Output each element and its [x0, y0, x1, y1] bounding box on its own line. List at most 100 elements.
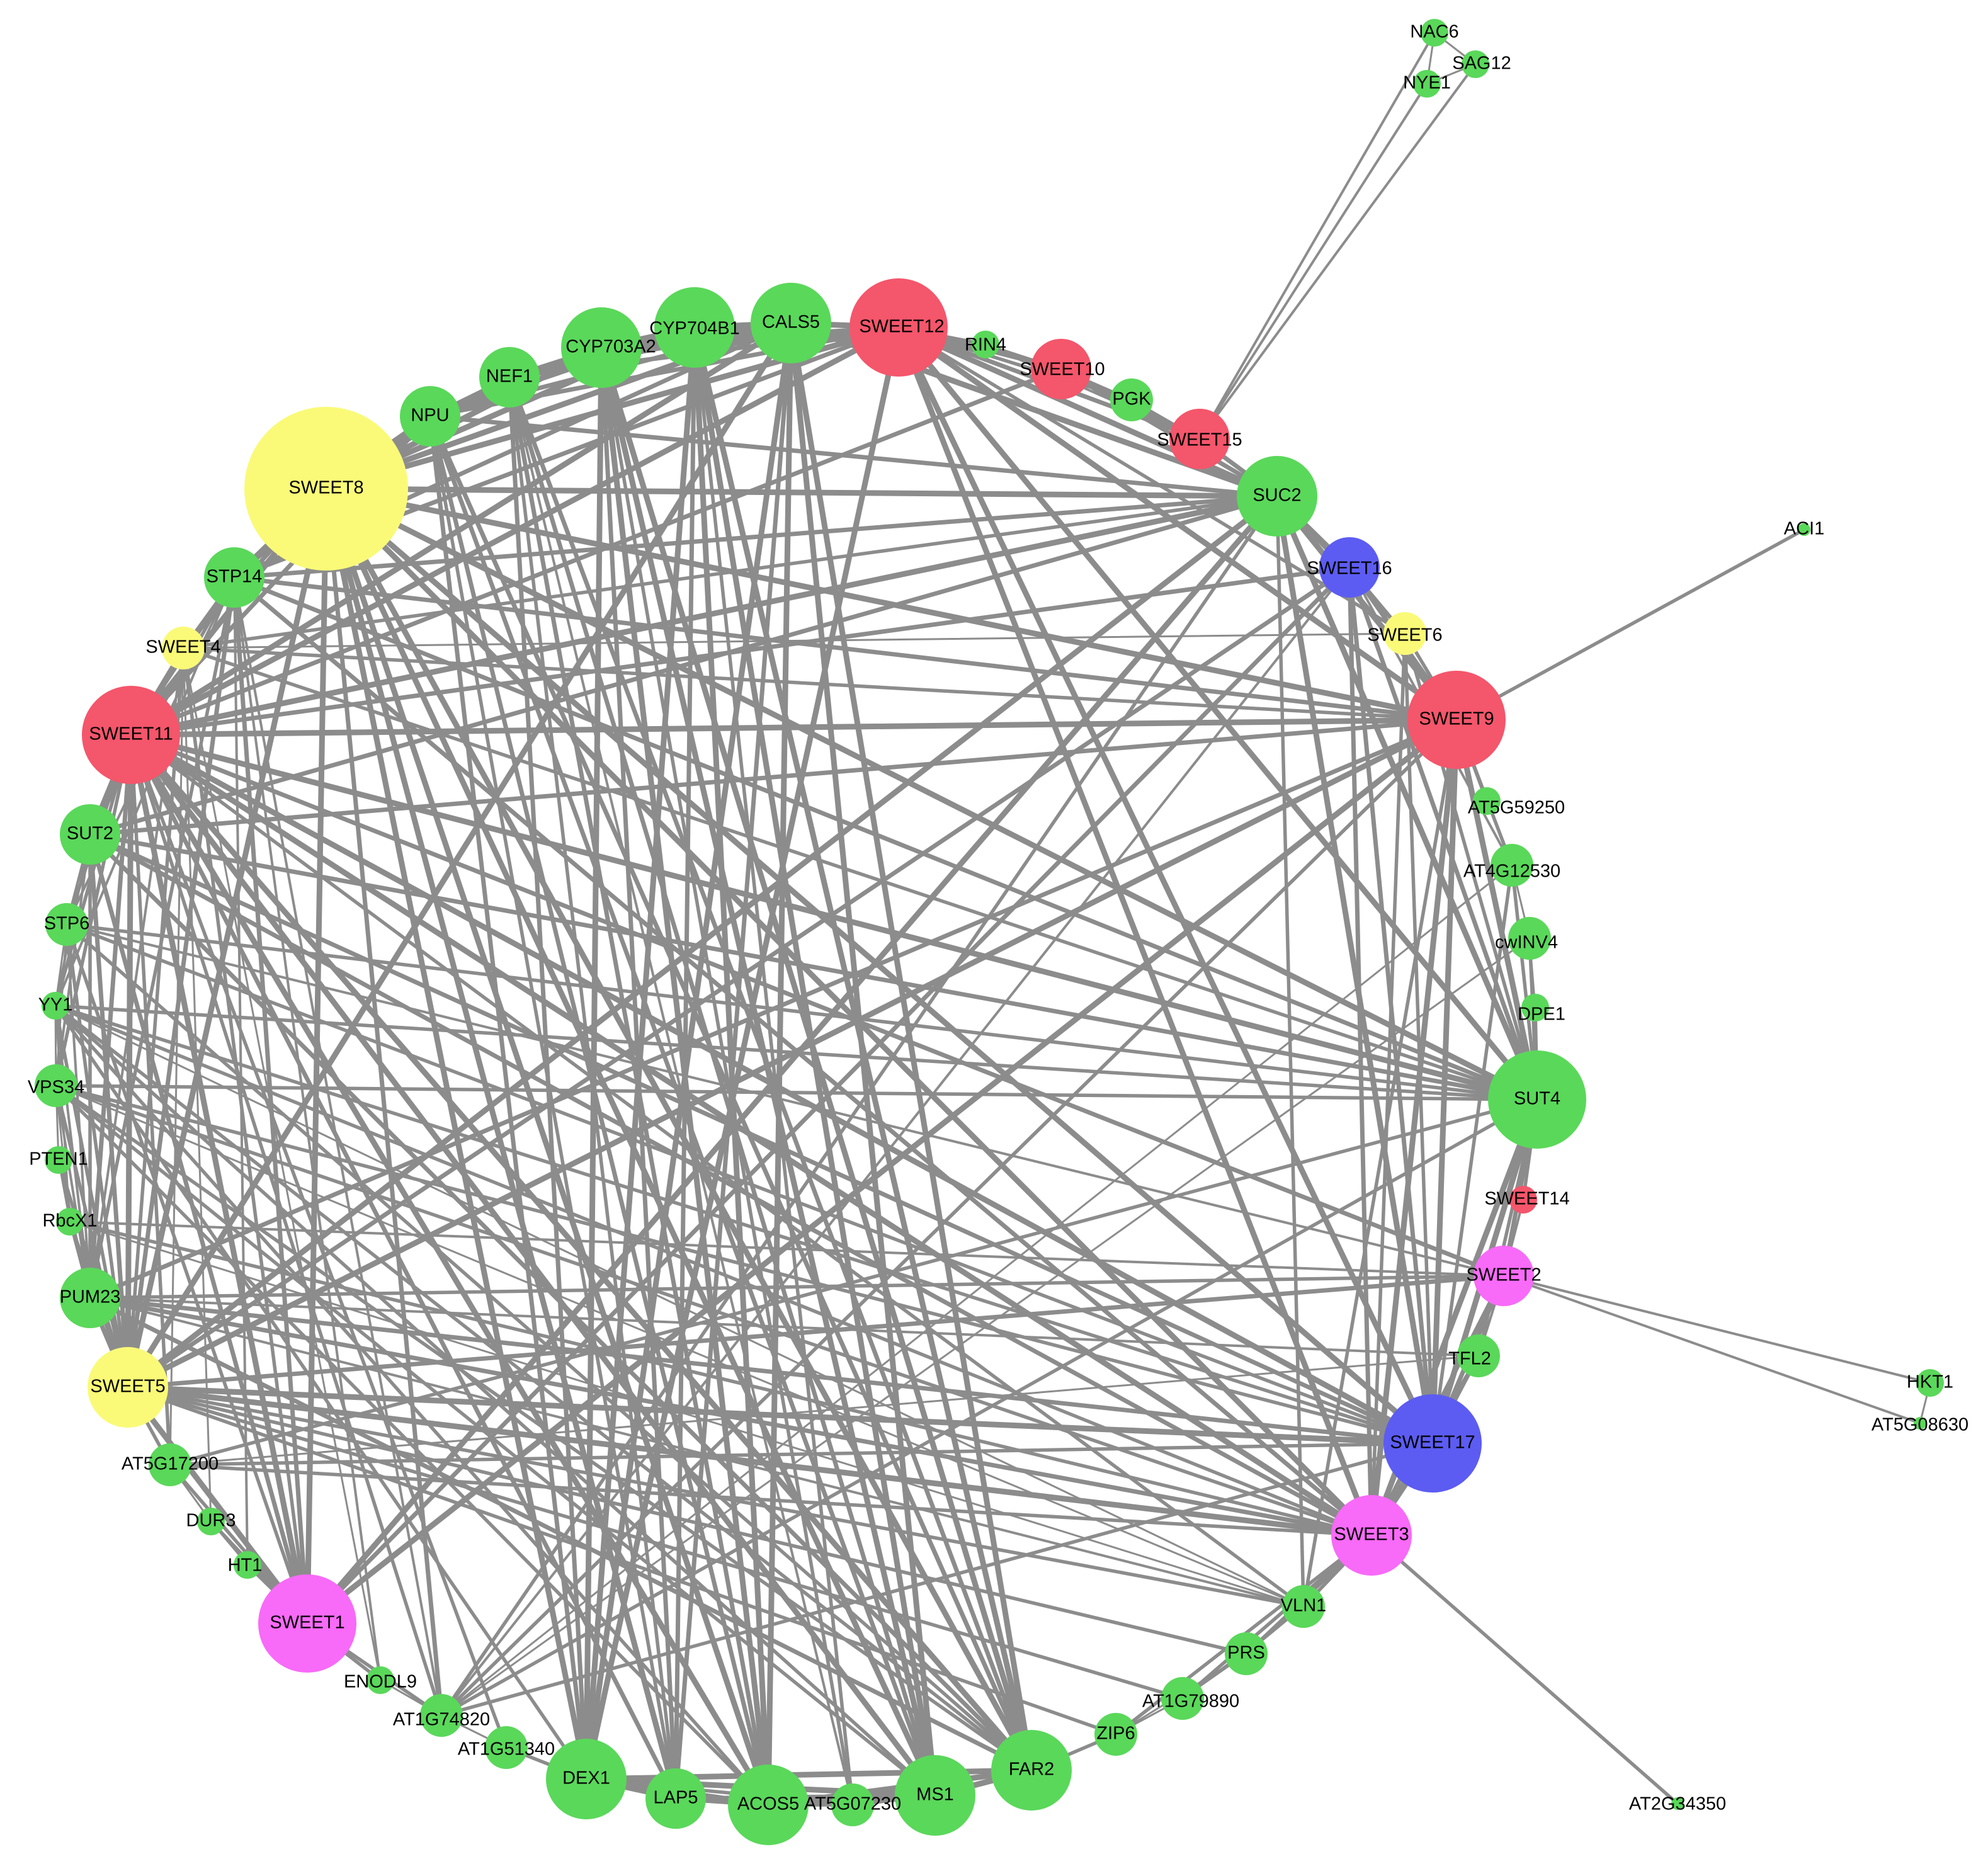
node-sweet6[interactable]: [1383, 612, 1426, 655]
node-dur3[interactable]: [197, 1508, 225, 1535]
edge-sweet16-sweet11: [128, 565, 1352, 737]
node-nef1[interactable]: [479, 347, 540, 407]
node-label-pgk: PGK: [1112, 389, 1151, 409]
node-label-pten1: PTEN1: [29, 1149, 88, 1169]
node-cals5[interactable]: [751, 283, 831, 363]
edge-sweet9-sweet4: [181, 646, 1458, 722]
node-lap5[interactable]: [645, 1768, 706, 1829]
edge-sweet5-sweet4: [126, 646, 185, 1389]
edge-sweet2-stp6: [65, 923, 1505, 1277]
edge-sweet5-sweet11: [125, 732, 134, 1390]
edge-lap5-sweet11: [128, 732, 678, 1801]
node-stp6[interactable]: [45, 903, 88, 946]
node-nye1[interactable]: [1413, 70, 1441, 98]
edge-sweet8-sweet3: [323, 486, 1375, 1538]
node-label-at1g74820: AT1G74820: [393, 1710, 490, 1730]
node-vps34[interactable]: [35, 1064, 77, 1107]
node-sweet9[interactable]: [1407, 671, 1506, 769]
node-sweet3[interactable]: [1331, 1495, 1412, 1576]
edge-sweet1-sweet5: [125, 1384, 310, 1627]
edge-sweet1-sut2: [88, 832, 310, 1626]
node-vln1[interactable]: [1282, 1585, 1325, 1628]
edge-ms1-sweet11: [128, 732, 938, 1799]
node-dex1[interactable]: [546, 1739, 627, 1819]
edge-at1g74820-sweet17: [440, 1442, 1434, 1717]
node-sweet1[interactable]: [258, 1574, 356, 1673]
node-sut4[interactable]: [1488, 1050, 1586, 1149]
node-at1g51340[interactable]: [485, 1726, 528, 1769]
edge-sweet3-at5g17200: [168, 1463, 1373, 1537]
node-stp14[interactable]: [204, 547, 264, 608]
node-enodl9[interactable]: [366, 1666, 394, 1694]
node-cwinv4[interactable]: [1508, 917, 1551, 960]
edge-sweet5-stp14: [125, 575, 237, 1390]
node-sut2[interactable]: [60, 804, 120, 865]
node-dpe1[interactable]: [1521, 994, 1549, 1021]
node-sweet15[interactable]: [1169, 409, 1230, 469]
node-sweet11[interactable]: [82, 686, 180, 784]
node-label-sweet8: SWEET8: [288, 478, 363, 498]
node-sag12[interactable]: [1462, 50, 1489, 78]
node-at1g79890[interactable]: [1161, 1677, 1204, 1720]
edge-sweet3-stp14: [232, 575, 1374, 1538]
edge-sweet2-pum23: [88, 1274, 1506, 1300]
node-at2g34350[interactable]: [1671, 1797, 1684, 1810]
node-ht1[interactable]: [234, 1551, 261, 1579]
node-pten1[interactable]: [45, 1146, 72, 1174]
node-far2[interactable]: [991, 1730, 1072, 1811]
node-rin4[interactable]: [972, 331, 999, 358]
edge-npu-dex1: [428, 414, 589, 1782]
node-sweet16[interactable]: [1319, 537, 1380, 598]
node-pgk[interactable]: [1110, 378, 1153, 421]
node-tfl2[interactable]: [1457, 1334, 1500, 1377]
node-nac6[interactable]: [1421, 19, 1448, 47]
node-sweet17[interactable]: [1383, 1394, 1482, 1493]
node-label-sweet2: SWEET2: [1466, 1265, 1541, 1285]
node-pum23[interactable]: [60, 1268, 120, 1328]
node-sweet10[interactable]: [1031, 339, 1091, 399]
node-aci1[interactable]: [1798, 523, 1810, 536]
edge-sweet1-stp14: [232, 575, 310, 1626]
node-npu[interactable]: [400, 386, 460, 446]
edge-sweet3-at2g34350: [1370, 1533, 1679, 1806]
node-prs[interactable]: [1225, 1632, 1268, 1675]
node-label-enodl9: ENODL9: [344, 1672, 417, 1692]
node-label-sweet10: SWEET10: [1020, 360, 1105, 380]
edge-sweet9-sut2: [88, 717, 1459, 837]
node-sweet2[interactable]: [1474, 1246, 1534, 1306]
edge-pum23-sweet11: [88, 732, 133, 1300]
node-label-prs: PRS: [1227, 1643, 1265, 1663]
node-cyp703a2[interactable]: [561, 307, 642, 388]
node-label-dur3: DUR3: [186, 1511, 236, 1531]
edge-sweet5-sut2: [88, 832, 130, 1390]
edge-tfl2-pum23: [89, 1297, 1480, 1357]
node-label-vln1: VLN1: [1281, 1596, 1327, 1616]
node-suc2[interactable]: [1237, 456, 1317, 537]
node-zip6[interactable]: [1094, 1713, 1137, 1756]
node-at5g59250[interactable]: [1473, 787, 1501, 815]
node-cyp704b1[interactable]: [654, 287, 735, 368]
node-sweet14[interactable]: [1509, 1186, 1537, 1214]
node-at1g74820[interactable]: [420, 1694, 463, 1737]
node-at5g08630[interactable]: [1914, 1417, 1926, 1430]
node-label-aci1: ACI1: [1784, 519, 1824, 539]
node-label-acos5: ACOS5: [737, 1794, 799, 1814]
node-label-nye1: NYE1: [1403, 73, 1451, 93]
edge-sweet1-sweet9: [304, 717, 1460, 1627]
node-sweet8[interactable]: [244, 407, 408, 571]
node-sweet4[interactable]: [162, 627, 205, 669]
node-rbcx1[interactable]: [56, 1208, 84, 1236]
node-label-sut2: SUT2: [67, 824, 113, 844]
edge-sweet3-sut2: [88, 832, 1374, 1538]
node-at4g12530[interactable]: [1491, 844, 1533, 887]
node-at5g17200[interactable]: [149, 1443, 191, 1486]
node-sweet5[interactable]: [88, 1347, 168, 1428]
node-sweet12[interactable]: [849, 278, 948, 377]
node-acos5[interactable]: [728, 1765, 809, 1845]
node-at5g07230[interactable]: [831, 1783, 874, 1826]
node-ms1[interactable]: [895, 1755, 975, 1836]
node-yy1[interactable]: [42, 992, 69, 1020]
node-hkt1[interactable]: [1916, 1369, 1944, 1397]
node-label-npu: NPU: [411, 406, 449, 426]
